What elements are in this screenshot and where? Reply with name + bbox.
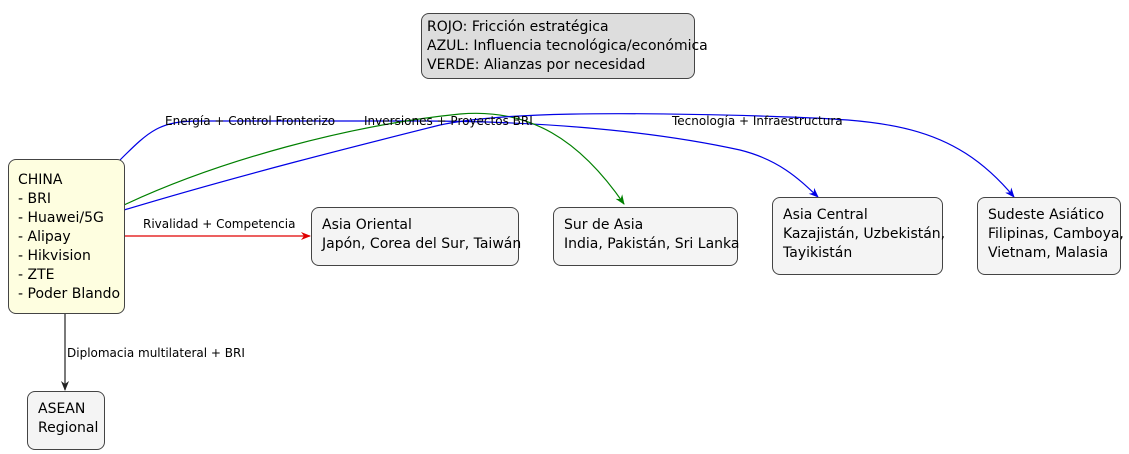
china-item-huawei: - Huawei/5G [18, 210, 104, 226]
node-asia-central: Asia Central Kazajistán, Uzbekistán, Tay… [772, 197, 946, 275]
sur-asia-title: Sur de Asia [564, 217, 644, 233]
legend-rojo: ROJO: Fricción estratégica [427, 19, 609, 35]
asia-central-title: Asia Central [783, 207, 868, 223]
asia-oriental-countries: Japón, Corea del Sur, Taiwán [322, 236, 522, 252]
edge-inversiones [123, 112, 625, 206]
china-item-zte: - ZTE [18, 267, 55, 283]
china-item-bri: - BRI [18, 191, 51, 207]
china-item-hikvision: - Hikvision [18, 248, 91, 264]
node-sudeste-asiatico: Sudeste Asiático Filipinas, Camboya, Vie… [977, 197, 1124, 275]
legend-verde: VERDE: Alianzas por necesidad [427, 57, 646, 73]
sudeste-countries-1: Filipinas, Camboya, [988, 226, 1124, 242]
node-asean: ASEAN Regional [27, 391, 105, 450]
asia-oriental-title: Asia Oriental [322, 217, 412, 233]
sudeste-title: Sudeste Asiático [988, 207, 1105, 223]
node-sur-asia: Sur de Asia India, Pakistán, Sri Lanka [553, 207, 740, 266]
node-china: CHINA - BRI - Huawei/5G - Alipay - Hikvi… [8, 159, 125, 314]
edge-tecnologia [123, 113, 1015, 211]
china-item-alipay: - Alipay [18, 229, 71, 245]
china-title: CHINA [18, 172, 63, 188]
label-tecnologia: Tecnología + Infraestructura [672, 114, 843, 128]
asia-central-countries-2: Tayikistán [783, 245, 853, 261]
label-energia: Energía + Control Fronterizo [165, 114, 336, 128]
sur-asia-countries: India, Pakistán, Sri Lanka [564, 236, 740, 252]
label-rivalidad: Rivalidad + Competencia [143, 217, 296, 231]
asean-title: ASEAN [38, 401, 86, 417]
label-diplomacia: Diplomacia multilateral + BRI [67, 346, 245, 360]
china-item-poder-blando: - Poder Blando [18, 286, 121, 302]
asia-central-countries-1: Kazajistán, Uzbekistán, [783, 226, 946, 242]
sudeste-countries-2: Vietnam, Malasia [988, 245, 1109, 261]
edge-energia [119, 120, 819, 198]
node-asia-oriental: Asia Oriental Japón, Corea del Sur, Taiw… [311, 207, 522, 266]
label-inversiones: Inversiones + Proyectos BRI [364, 114, 533, 128]
asean-subtitle: Regional [38, 420, 99, 436]
legend-box: ROJO: Fricción estratégica AZUL: Influen… [421, 13, 708, 79]
legend-azul: AZUL: Influencia tecnológica/económica [427, 38, 708, 54]
